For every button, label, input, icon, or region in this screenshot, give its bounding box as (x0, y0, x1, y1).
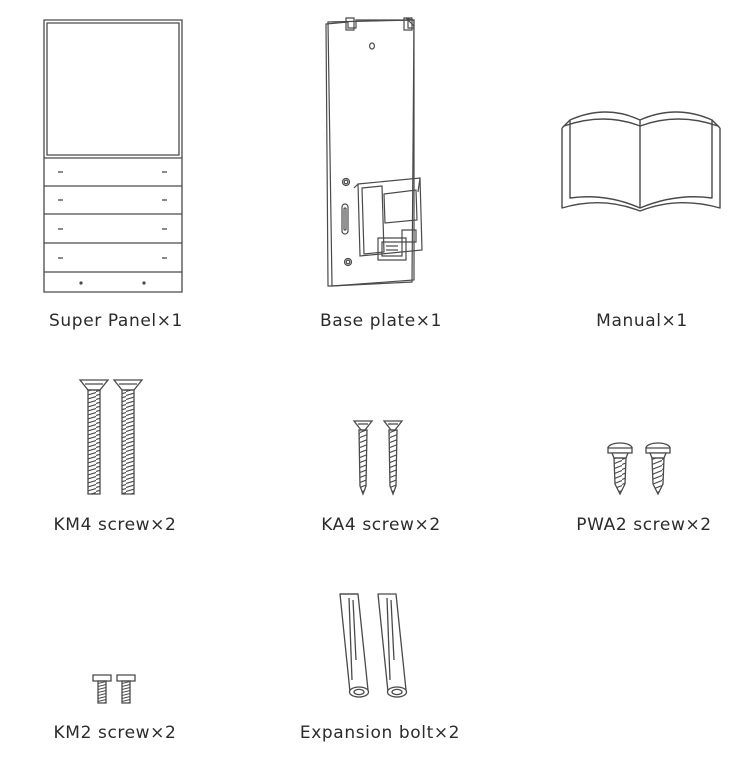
base-plate-icon (318, 16, 430, 288)
km4-screw-label: KM4 screw×2 (53, 515, 177, 535)
base-plate-label: Base plate×1 (319, 311, 443, 331)
manual-book-icon (558, 98, 724, 214)
km2-screw-label: KM2 screw×2 (53, 723, 177, 743)
pwa2-screw-icon (602, 440, 678, 498)
km2-screw-icon (90, 672, 140, 706)
km4-screw-icon (76, 376, 150, 498)
pwa2-screw-label: PWA2 screw×2 (576, 515, 712, 535)
super-panel-icon (40, 18, 186, 294)
super-panel-label: Super Panel×1 (49, 311, 183, 331)
ka4-screw-label: KA4 screw×2 (321, 515, 441, 535)
ka4-screw-icon (350, 418, 410, 498)
expansion-bolt-icon (334, 590, 426, 710)
manual-label: Manual×1 (596, 311, 688, 331)
expansion-bolt-label: Expansion bolt×2 (299, 723, 461, 743)
